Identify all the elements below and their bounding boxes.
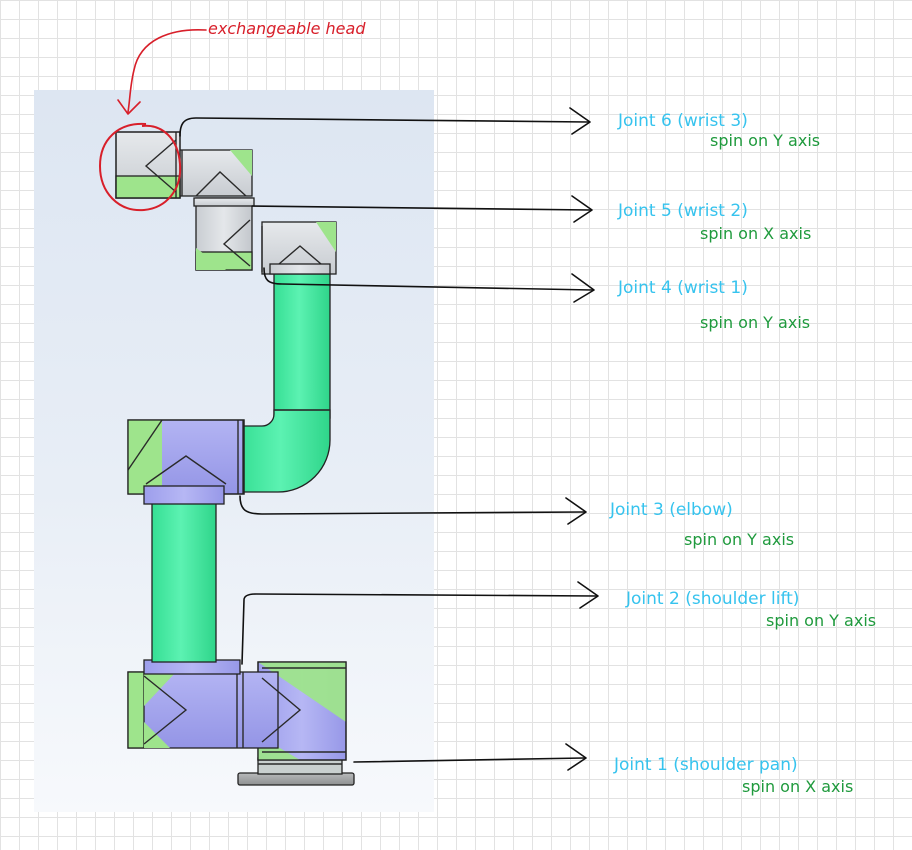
wrist-2-joint <box>193 197 255 271</box>
pointer-joint-1 <box>353 743 587 771</box>
joint-3-axis: spin on Y axis <box>684 530 794 549</box>
base-flange <box>237 757 355 786</box>
joint-1-label: Joint 1 (shoulder pan) <box>613 755 798 775</box>
callout-circle <box>98 122 182 212</box>
callout-arrow <box>127 29 207 113</box>
pointer-joint-5 <box>251 195 593 223</box>
joint-1-axis: spin on X axis <box>742 777 853 796</box>
callout-label: exchangeable head <box>208 19 366 38</box>
joint-2-label: Joint 2 (shoulder lift) <box>625 589 799 609</box>
wrist-3-joint <box>177 149 253 197</box>
pointer-joint-4 <box>263 267 595 303</box>
callout-arrowhead <box>117 99 141 115</box>
pointer-joint-3 <box>239 495 587 525</box>
joint-4-label: Joint 4 (wrist 1) <box>617 278 748 298</box>
shoulder-lift-joint <box>127 659 302 749</box>
joint-5-label: Joint 5 (wrist 2) <box>617 201 748 221</box>
wrist-1-joint <box>261 221 337 275</box>
pointer-joint-2 <box>241 581 599 665</box>
elbow-joint <box>127 419 245 505</box>
upper-arm-link <box>151 495 217 663</box>
joint-5-axis: spin on X axis <box>700 224 811 243</box>
exchangeable-head <box>115 131 181 199</box>
joint-4-axis: spin on Y axis <box>700 313 810 332</box>
joint-2-axis: spin on Y axis <box>766 611 876 630</box>
pointer-joint-6 <box>179 107 591 137</box>
forearm-link <box>239 271 331 493</box>
joint-6-label: Joint 6 (wrist 3) <box>617 111 748 131</box>
joint-6-axis: spin on Y axis <box>710 131 820 150</box>
joint-3-label: Joint 3 (elbow) <box>609 500 733 520</box>
